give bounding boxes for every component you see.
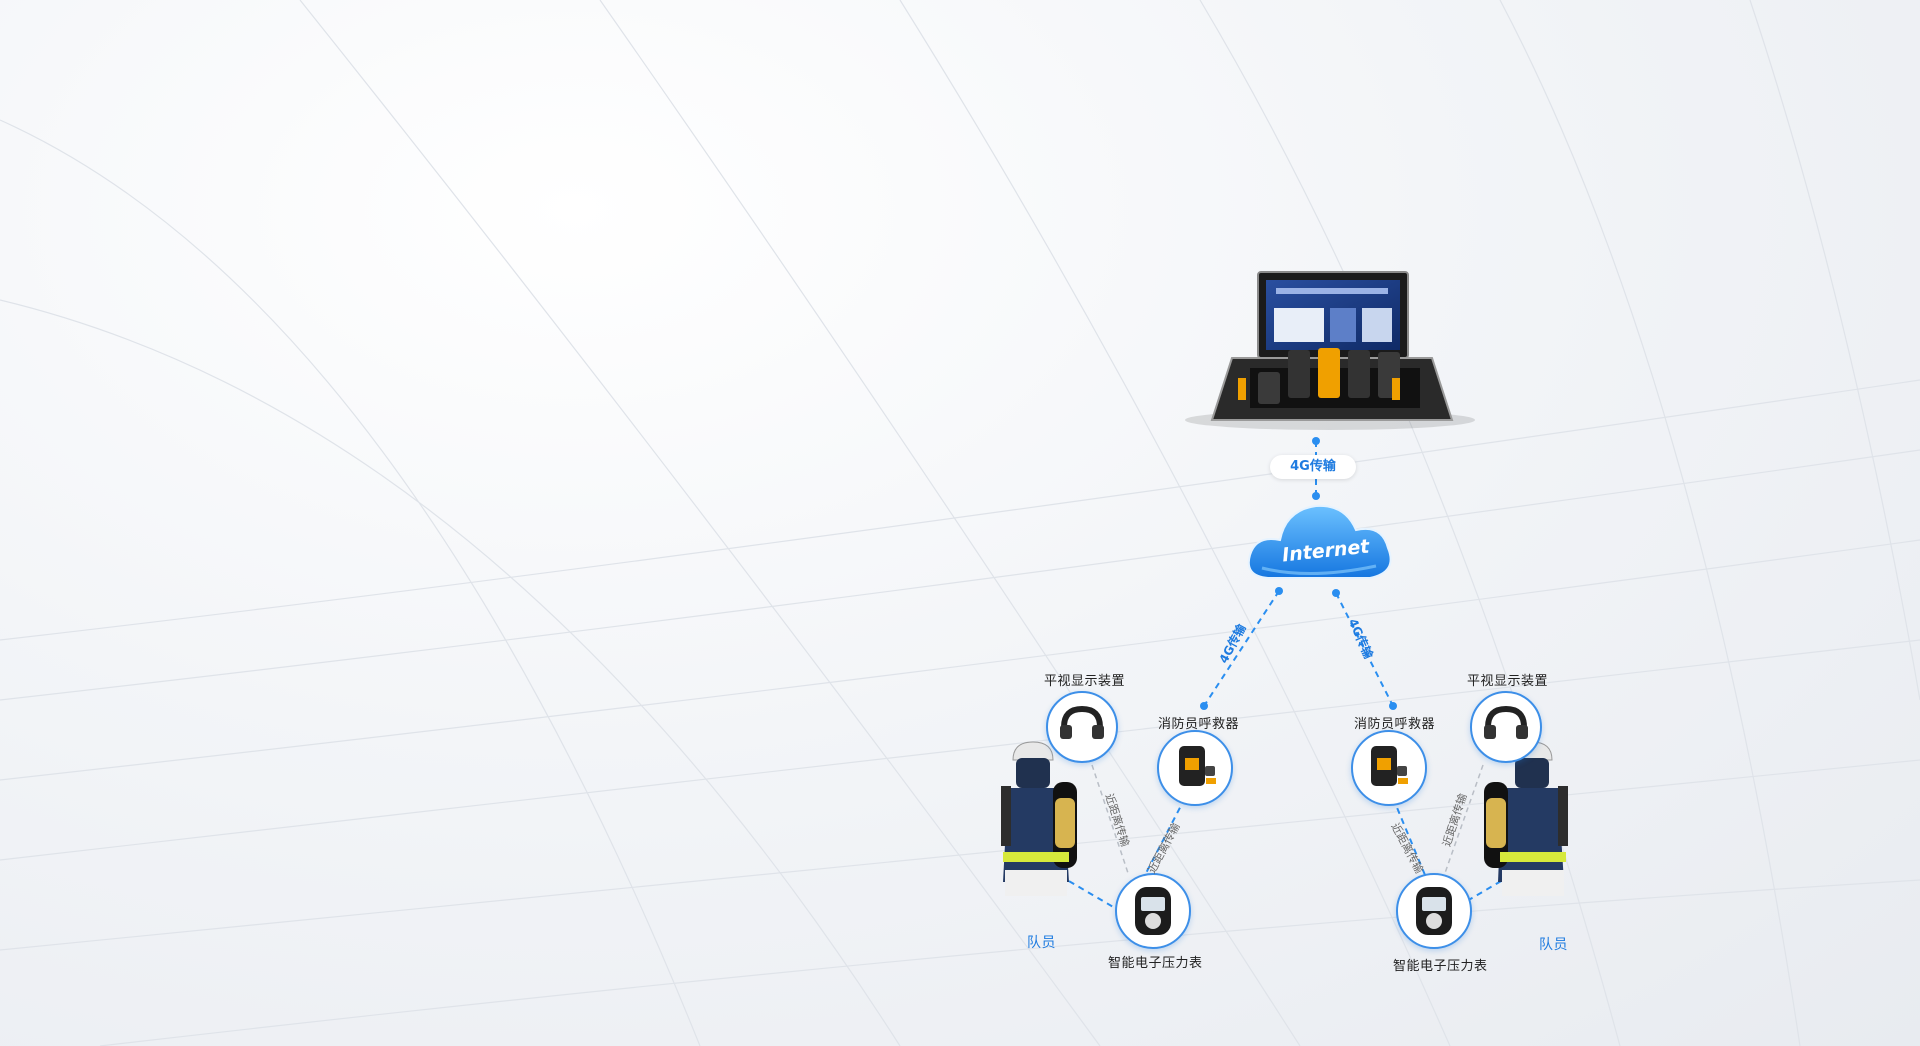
dot-left-rescuer bbox=[1200, 702, 1208, 710]
head-up-display-node-left bbox=[1046, 691, 1118, 763]
top-link-label: 4G传输 bbox=[1270, 455, 1356, 479]
pressure-gauge-node-left bbox=[1115, 873, 1191, 949]
link-left-display-to-gauge bbox=[1091, 764, 1129, 874]
link-right-display-to-gauge bbox=[1444, 764, 1484, 874]
right-display-label: 平视显示装置 bbox=[1467, 674, 1549, 689]
firefighter-icon bbox=[1484, 741, 1568, 896]
pressure-gauge-icon bbox=[1135, 887, 1171, 935]
rescuer-alarm-icon bbox=[1371, 746, 1408, 786]
link-cloud-to-left-rescuer bbox=[1203, 590, 1280, 707]
left-rescuer-label: 消防员呼救器 bbox=[1158, 717, 1240, 732]
head-up-display-node-right bbox=[1470, 691, 1542, 763]
rescuer-alarm-node-left bbox=[1157, 730, 1233, 806]
right-member-label: 队员 bbox=[1539, 937, 1568, 953]
firefighter-icon bbox=[1001, 741, 1077, 896]
dot-cloud-bottom bbox=[1312, 492, 1320, 500]
dot-cloud-left bbox=[1275, 587, 1283, 595]
left-gauge-label: 智能电子压力表 bbox=[1108, 956, 1203, 971]
link-left-rescuer-to-gauge bbox=[1144, 797, 1186, 876]
head-up-display-icon bbox=[1060, 705, 1104, 739]
head-up-display-icon bbox=[1484, 705, 1528, 739]
right-gauge-label: 智能电子压力表 bbox=[1393, 959, 1488, 974]
rescuer-alarm-node-right bbox=[1351, 730, 1427, 806]
left-member-label: 队员 bbox=[1027, 935, 1056, 951]
pressure-gauge-icon bbox=[1416, 887, 1452, 935]
dot-right-rescuer bbox=[1389, 702, 1397, 710]
right-rescuer-label: 消防员呼救器 bbox=[1354, 717, 1436, 732]
link-right-rescuer-to-gauge bbox=[1392, 797, 1426, 876]
dot-case bbox=[1312, 437, 1320, 445]
cloud-icon bbox=[1247, 504, 1392, 579]
laptop-case-icon bbox=[1185, 271, 1475, 430]
rescuer-alarm-icon bbox=[1179, 746, 1216, 786]
left-display-label: 平视显示装置 bbox=[1044, 674, 1126, 689]
dot-cloud-right bbox=[1332, 589, 1340, 597]
pressure-gauge-node-right bbox=[1396, 873, 1472, 949]
